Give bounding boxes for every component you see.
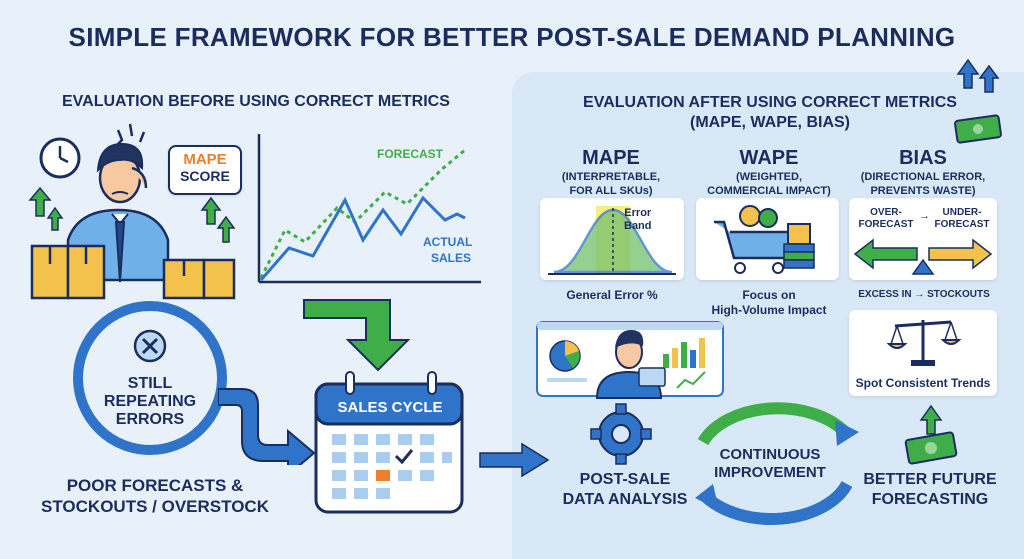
repeating-errors-circle: STILL REPEATING ERRORS <box>73 301 227 455</box>
mape-caption: General Error % <box>566 288 658 302</box>
wape-subtitle: (WEIGHTED, COMMERCIAL IMPACT) <box>693 170 845 198</box>
under-forecast-line1: UNDER- <box>942 207 982 218</box>
mape-sub2: FOR ALL SKUs) <box>569 185 653 197</box>
tablet-icon <box>638 367 666 387</box>
bias-sub2: PREVENTS WASTE) <box>870 185 976 197</box>
better-line1: BETTER FUTURE <box>863 471 997 488</box>
mape-title: MAPE <box>582 147 640 169</box>
circle-line3: ERRORS <box>116 411 185 428</box>
poor-forecasts-text: POOR FORECASTS & STOCKOUTS / OVERSTOCK <box>30 475 280 517</box>
gear-icon <box>590 403 652 465</box>
forecast-label: FORECAST <box>377 147 444 161</box>
poor-forecasts-line1: POOR FORECASTS & <box>66 476 244 495</box>
up-arrow-icon <box>28 186 236 243</box>
box-icon <box>30 244 236 300</box>
blue-arrow-icon <box>218 388 316 465</box>
post-sale-line1: POST-SALE <box>579 471 671 488</box>
error-band-line2: Band <box>624 220 652 232</box>
seesaw-arrows-icon <box>853 238 993 275</box>
bias-title: BIAS <box>899 147 947 169</box>
mape-card: Error Band <box>540 198 684 280</box>
improvement-cycle-diagram <box>590 402 958 525</box>
error-band-label: Error Band <box>624 207 652 233</box>
clock-icon <box>39 137 81 179</box>
under-forecast-label: UNDER- FORECAST <box>929 207 995 231</box>
bias-subtitle: (DIRECTIONAL ERROR, PREVENTS WASTE) <box>848 170 998 198</box>
bias-sub1: (DIRECTIONAL ERROR, <box>860 171 986 183</box>
poor-forecasts-line2: STOCKOUTS / OVERSTOCK <box>41 497 269 516</box>
before-heading: EVALUATION BEFORE USING CORRECT METRICS <box>62 93 450 110</box>
wape-sub1: (WEIGHTED, <box>736 171 802 183</box>
after-heading-line1: EVALUATION AFTER USING CORRECT METRICS <box>583 94 957 111</box>
continuous-improvement-text: CONTINUOUS IMPROVEMENT <box>700 446 840 482</box>
error-band-line1: Error <box>624 207 652 219</box>
continuous-line1: CONTINUOUS <box>719 446 821 463</box>
calendar-icon: SALES CYCLE <box>314 371 464 514</box>
over-forecast-line1: OVER- <box>870 207 902 218</box>
mape-score-badge: MAPE SCORE <box>168 145 242 195</box>
page-title: SIMPLE FRAMEWORK FOR BETTER POST-SALE DE… <box>68 22 956 52</box>
analyst-dashboard-illustration <box>536 321 724 399</box>
post-sale-line2: DATA ANALYSIS <box>562 491 688 508</box>
shopping-cart-icon <box>714 205 815 274</box>
over-forecast-line2: FORECAST <box>858 219 914 230</box>
actual-label-1: ACTUAL <box>423 235 472 249</box>
mape-sub1: (INTERPRETABLE, <box>561 171 661 183</box>
wape-card <box>696 198 839 280</box>
checkmark-icon <box>394 449 414 465</box>
right-arrow-glyph: → <box>919 210 930 222</box>
excess-stockouts-label: EXCESS IN → STOCKOUTS <box>858 289 990 300</box>
bar-chart-icon <box>663 338 705 368</box>
spot-trends-text: Spot Consistent Trends <box>855 376 991 390</box>
calendar-label: SALES CYCLE <box>337 399 442 416</box>
better-line2: FORECASTING <box>871 491 989 508</box>
bell-curve-icon <box>548 206 676 275</box>
balance-scale-icon <box>886 320 962 366</box>
wape-caption-line1: Focus on <box>742 288 796 302</box>
under-forecast-line2: FORECAST <box>934 219 990 230</box>
forecast-vs-actual-chart: FORECAST ACTUAL SALES <box>257 134 481 284</box>
better-forecasting-text: BETTER FUTURE FORECASTING <box>850 470 1010 510</box>
wape-caption-line2: High-Volume Impact <box>711 303 827 317</box>
stress-marks-icon <box>116 123 146 145</box>
wape-title: WAPE <box>739 147 799 169</box>
circle-line1: STILL <box>128 375 173 392</box>
badge-score-text: SCORE <box>180 168 230 184</box>
stressed-person-illustration <box>28 123 236 300</box>
over-forecast-label: OVER- FORECAST <box>853 207 919 231</box>
badge-mape-text: MAPE <box>183 151 227 168</box>
money-up-arrow-icon <box>904 404 958 465</box>
up-arrows-money-icon <box>954 58 1002 144</box>
wape-caption: Focus on High-Volume Impact <box>693 288 845 318</box>
after-heading: EVALUATION AFTER USING CORRECT METRICS (… <box>540 93 1000 133</box>
continuous-line2: IMPROVEMENT <box>714 464 826 481</box>
green-arrow-icon <box>303 299 411 372</box>
mape-subtitle: (INTERPRETABLE, FOR ALL SKUs) <box>540 170 682 198</box>
right-arrow-icon <box>479 442 550 478</box>
actual-sales-line <box>259 195 466 281</box>
after-heading-line2: (MAPE, WAPE, BIAS) <box>689 114 850 131</box>
circle-line2: REPEATING <box>104 393 196 410</box>
bias-card: OVER- FORECAST → UNDER- FORECAST <box>849 198 997 280</box>
bias-trend-card: Spot Consistent Trends <box>849 310 997 396</box>
post-sale-analysis-text: POST-SALE DATA ANALYSIS <box>555 470 695 510</box>
actual-label-2: SALES <box>431 251 471 265</box>
wape-sub2: COMMERCIAL IMPACT) <box>707 185 831 197</box>
